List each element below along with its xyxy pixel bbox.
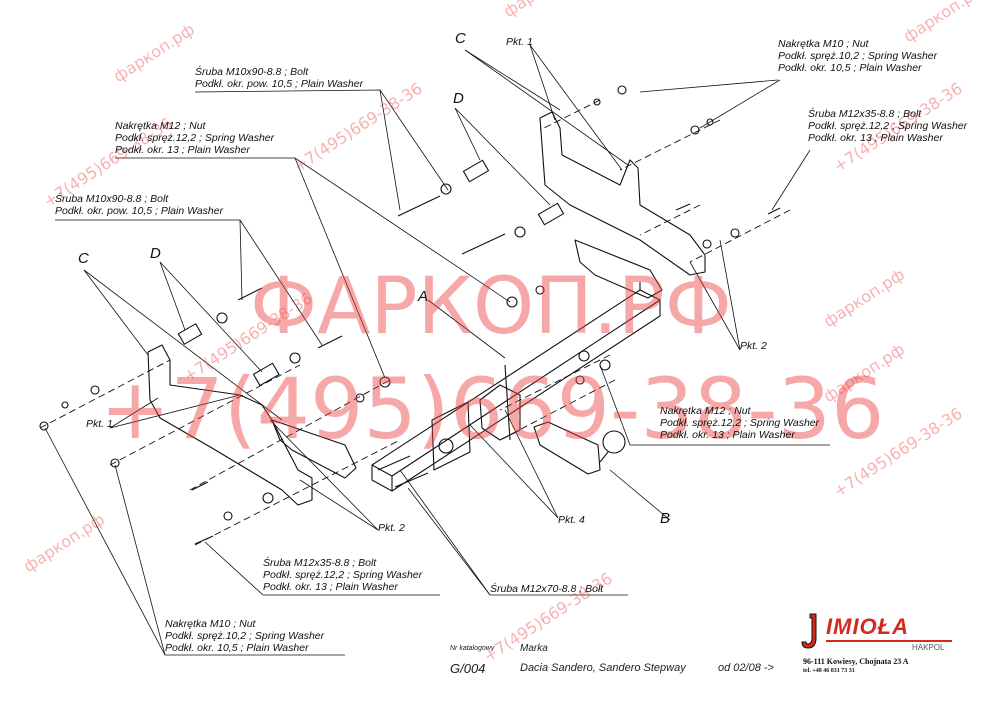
point-1-left: Pkt. 1 bbox=[86, 418, 113, 430]
production-date: od 02/08 -> bbox=[718, 662, 774, 674]
point-2-bottom: Pkt. 2 bbox=[378, 522, 405, 534]
brand-sub: HAKPOL bbox=[912, 643, 945, 652]
brand-underline bbox=[826, 640, 952, 642]
catalog-label: Nr katalogowy bbox=[450, 645, 495, 652]
short-bolt-2 bbox=[767, 207, 781, 215]
brand-address: 96-111 Kowiesy, Chojnata 23 A bbox=[803, 657, 909, 666]
short-bolt-3 bbox=[191, 481, 209, 491]
label-nut-m10-bottom: Nakrętka M10 ; Nut Podkł. spręż.10,2 ; S… bbox=[165, 618, 325, 654]
label-bolt-m12x35-right: Śruba M12x35-8.8 ; Bolt Podkł. spręż.12,… bbox=[808, 108, 968, 144]
bar-plate-right bbox=[574, 239, 663, 299]
bracket-right-c bbox=[539, 111, 706, 276]
point-2-right: Pkt. 2 bbox=[740, 340, 767, 352]
tow-ball-b bbox=[533, 421, 626, 475]
spacers-right-d bbox=[462, 159, 565, 226]
catalog-number: G/004 bbox=[450, 661, 486, 676]
label-nut-m12-right: Nakrętka M12 ; Nut Podkł. spręż.12,2 ; S… bbox=[660, 405, 820, 441]
long-bolt-left-2 bbox=[317, 335, 343, 349]
short-bolt-1 bbox=[675, 203, 691, 211]
part-letter-d-left: D bbox=[150, 245, 161, 262]
long-bolt-top-2 bbox=[461, 233, 506, 255]
label-bolt-m10x90-top: Śruba M10x90-8.8 ; Bolt Podkł. okr. pow.… bbox=[195, 66, 364, 90]
brand-phone: tel. +48 46 831 73 31 bbox=[803, 668, 855, 674]
label-bolt-m12x35-bottom: Śruba M12x35-8.8 ; Bolt Podkł. spręż.12,… bbox=[263, 557, 423, 593]
bracket-left-c bbox=[147, 344, 313, 506]
long-bolt-bottom-2 bbox=[394, 472, 429, 488]
part-letter-a: A bbox=[418, 288, 429, 305]
part-letter-b: B bbox=[660, 510, 671, 527]
spacers-left-d bbox=[177, 323, 280, 387]
label-nut-m10-top: Nakrętka M10 ; Nut Podkł. spręż.10,2 ; S… bbox=[778, 38, 938, 74]
hitch-plate bbox=[479, 384, 521, 441]
point-1-top: Pkt. 1 bbox=[506, 36, 533, 48]
point-4: Pkt. 4 bbox=[558, 514, 585, 526]
part-letter-c-top: C bbox=[455, 30, 466, 47]
socket-plate bbox=[431, 401, 471, 471]
brand-logo: IMIOŁA bbox=[826, 614, 909, 639]
label-bolt-m10x90-left: Śruba M10x90-8.8 ; Bolt Podkł. okr. pow.… bbox=[55, 193, 224, 217]
brand-hook-icon bbox=[801, 613, 817, 649]
watermark-name: ФАРКОП.РФ bbox=[250, 262, 732, 352]
label-nut-m12-top: Nakrętka M12 ; Nut Podkł. spręż.12,2 ; S… bbox=[115, 120, 275, 156]
washers bbox=[39, 85, 740, 521]
part-letter-c-left: C bbox=[78, 250, 89, 267]
make-label: Marka bbox=[520, 643, 548, 654]
part-letter-d-top: D bbox=[453, 90, 464, 107]
label-bolt-m12x70: Śruba M12x70-8.8 ; Bolt bbox=[490, 583, 604, 595]
vehicle-model: Dacia Sandero, Sandero Stepway bbox=[520, 662, 686, 674]
watermark-phone: +7(495)669-38-36 bbox=[100, 360, 885, 458]
long-bolt-top-1 bbox=[397, 195, 441, 217]
crossbar-a bbox=[371, 282, 661, 492]
long-bolt-bottom-1 bbox=[377, 455, 411, 471]
